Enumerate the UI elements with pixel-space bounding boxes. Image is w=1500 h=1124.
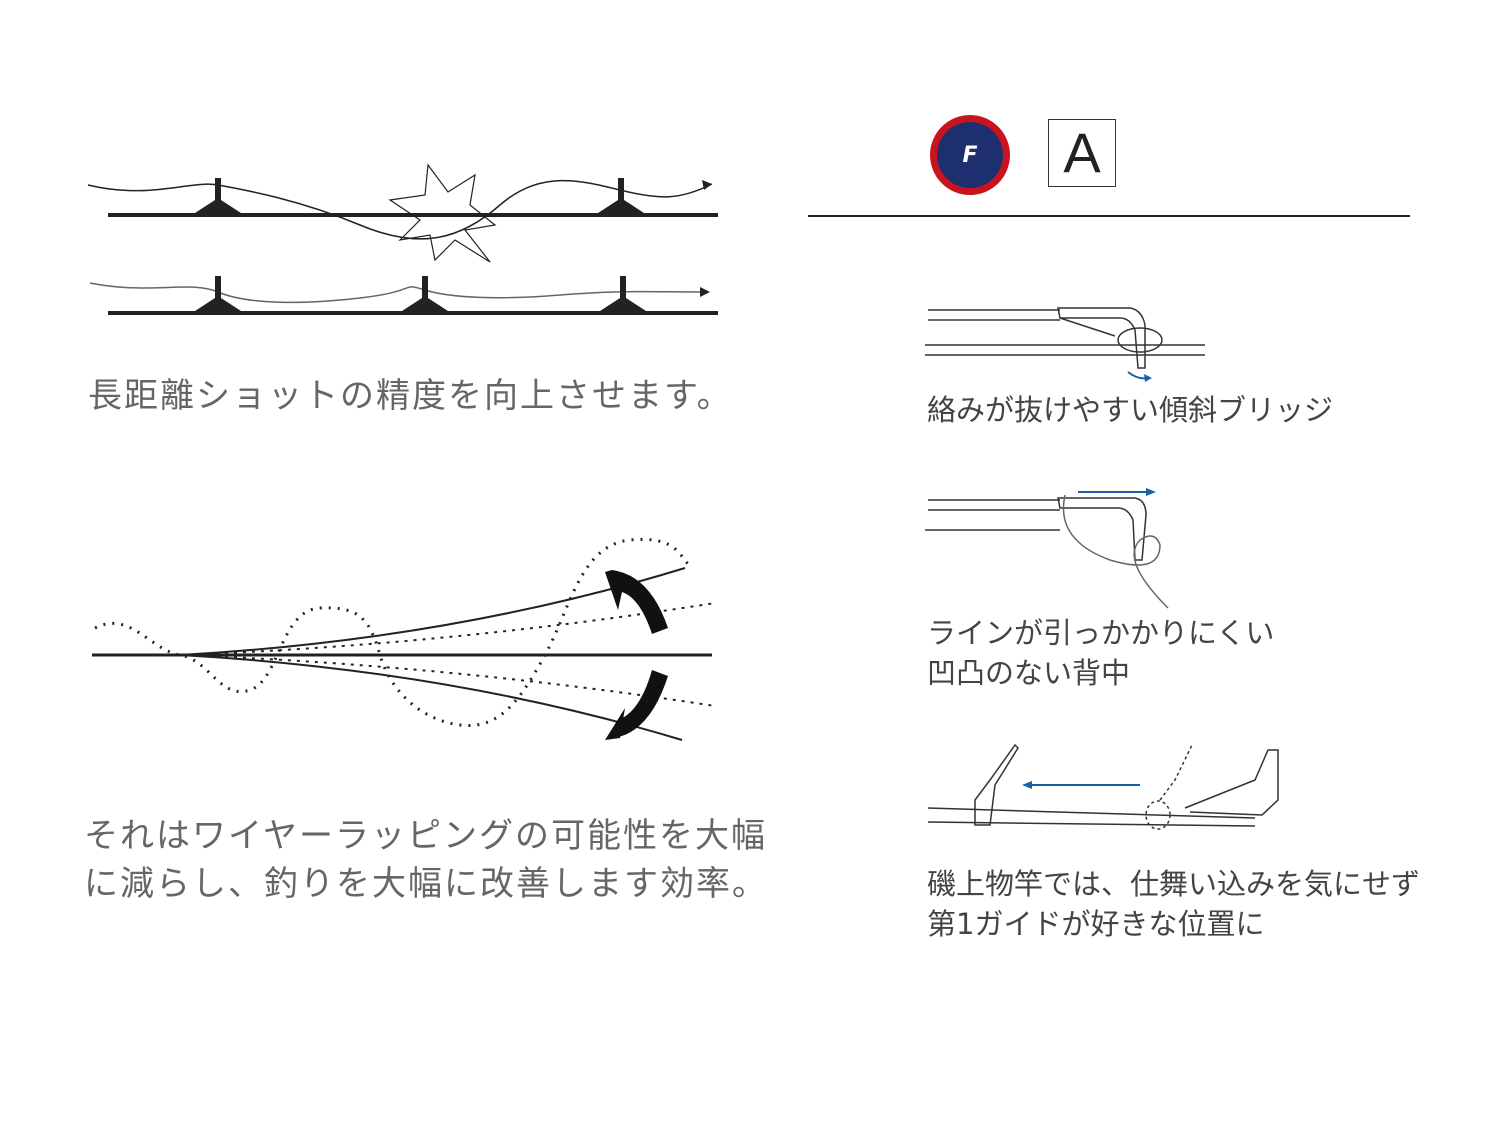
fuji-logo-mark: F [937, 122, 1003, 188]
feature-first-guide: 磯上物竿では、仕舞い込みを気にせず 第1ガイドが好きな位置に [927, 864, 1420, 944]
fuji-logo: F [930, 115, 1010, 195]
caption-wire-wrapping: それはワイヤーラッピングの可能性を大幅 に減らし、釣りを大幅に改善します効率。 [84, 812, 768, 908]
feature-first-guide-line-2: 第1ガイドが好きな位置に [927, 907, 1265, 941]
smooth-back-guide-illustration [925, 488, 1169, 609]
caption-long-distance: 長距離ショットの精度を向上させます。 [88, 376, 733, 416]
rod-vibration-diagram [92, 537, 716, 741]
grade-badge: A [1048, 119, 1116, 187]
divider [808, 215, 1410, 217]
feature-smooth-back-line-2: 凹凸のない背中 [927, 656, 1131, 690]
line-tangle-diagram [87, 163, 718, 315]
feature-smooth-back: ラインが引っかかりにくい 凹凸のない背中 [927, 613, 1274, 693]
first-guide-position-illustration [927, 743, 1279, 830]
feature-inclined-bridge: 絡みが抜けやすい傾斜ブリッジ [927, 393, 1334, 427]
caption-line-2: に減らし、釣りを大幅に改善します効率。 [84, 864, 768, 904]
feature-smooth-back-line-1: ラインが引っかかりにくい [927, 616, 1275, 650]
caption-line-1: それはワイヤーラッピングの可能性を大幅 [84, 816, 767, 856]
feature-first-guide-line-1: 磯上物竿では、仕舞い込みを気にせず [927, 867, 1421, 901]
inclined-bridge-guide-illustration [925, 307, 1205, 382]
